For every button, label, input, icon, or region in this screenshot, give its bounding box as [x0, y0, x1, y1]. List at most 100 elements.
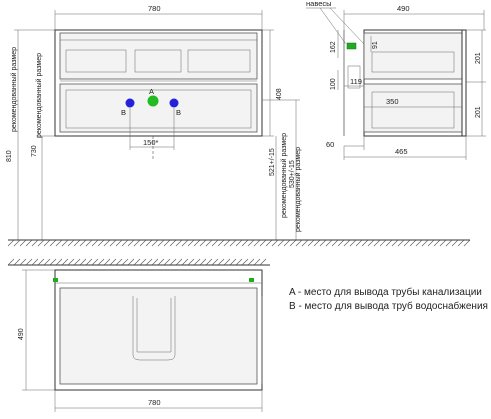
- plan-depth-label: 490: [18, 328, 25, 340]
- hatch-stroke: [175, 258, 183, 266]
- hatch-stroke: [49, 239, 57, 247]
- dim-810-rec-label: рекомендованный размер: [10, 47, 18, 132]
- hatch-stroke: [373, 239, 381, 247]
- floor-hatching: [7, 239, 471, 247]
- legend-line-a: A - место для вывода трубы канализации: [289, 286, 482, 298]
- hatch-stroke: [211, 239, 219, 247]
- hatch-stroke: [133, 239, 141, 247]
- hatch-stroke: [259, 258, 267, 266]
- marker-a: [147, 95, 159, 107]
- dim-730-label: 730: [31, 145, 38, 157]
- dim-60-label: 60: [326, 140, 334, 149]
- hatch-stroke: [181, 239, 189, 247]
- hatch-stroke: [79, 239, 87, 247]
- hatch-stroke: [385, 239, 393, 247]
- dim-521-label: 521+/-15: [269, 148, 276, 176]
- hatch-stroke: [241, 258, 249, 266]
- hatch-stroke: [145, 258, 153, 266]
- hatch-stroke: [289, 239, 297, 247]
- hatch-stroke: [157, 239, 165, 247]
- hatch-stroke: [109, 239, 117, 247]
- hatch-stroke: [7, 258, 15, 266]
- hatch-stroke: [223, 258, 231, 266]
- hatch-stroke: [217, 239, 225, 247]
- hatch-stroke: [205, 239, 213, 247]
- hatch-stroke: [343, 239, 351, 247]
- legend-line-b: B - место для вывода труб водоснабжения: [289, 300, 488, 312]
- dim-530-label: 530+/-15: [289, 160, 296, 188]
- hatch-stroke: [247, 239, 255, 247]
- hinges-leader-1: [319, 7, 347, 45]
- hatch-stroke: [139, 239, 147, 247]
- hatch-stroke: [103, 258, 111, 266]
- dim-465-label: 465: [395, 147, 408, 156]
- dim-150-label: 150*: [143, 138, 159, 147]
- upper-drawer-inner-left: [65, 49, 127, 73]
- hatch-stroke: [85, 239, 93, 247]
- side-depth-label: 490: [397, 4, 410, 13]
- hatch-stroke: [319, 239, 327, 247]
- lower-drawer-front: [59, 83, 258, 133]
- hatch-stroke: [205, 258, 213, 266]
- hatch-stroke: [391, 239, 399, 247]
- hatch-stroke: [193, 258, 201, 266]
- hatch-stroke: [367, 239, 375, 247]
- hatch-stroke: [403, 239, 411, 247]
- hatch-stroke: [457, 239, 465, 247]
- floor-line: [7, 239, 471, 247]
- hatch-stroke: [355, 239, 363, 247]
- hatch-stroke: [67, 239, 75, 247]
- hatch-stroke: [433, 239, 441, 247]
- hatch-stroke: [415, 239, 423, 247]
- dim-530-rec-label: рекомендованный размер: [294, 147, 302, 232]
- hatch-stroke: [169, 258, 177, 266]
- side-elevation: 490 навесы 201 201 162 91 100 1: [306, 0, 486, 160]
- hatch-stroke: [181, 258, 189, 266]
- hatch-stroke: [271, 239, 279, 247]
- hatch-stroke: [229, 258, 237, 266]
- hatch-stroke: [163, 239, 171, 247]
- hatch-stroke: [133, 258, 141, 266]
- hatch-stroke: [109, 258, 117, 266]
- hatch-stroke: [97, 258, 105, 266]
- hatch-stroke: [139, 258, 147, 266]
- hatch-stroke: [61, 239, 69, 247]
- hatch-stroke: [91, 258, 99, 266]
- hatch-stroke: [235, 239, 243, 247]
- hatch-stroke: [397, 239, 405, 247]
- dim-408-label: 408: [276, 88, 283, 100]
- hatch-stroke: [97, 239, 105, 247]
- hatch-stroke: [127, 239, 135, 247]
- hatch-stroke: [115, 258, 123, 266]
- dim-810-label: 810: [6, 150, 13, 162]
- hatch-stroke: [277, 239, 285, 247]
- hatch-stroke: [25, 239, 33, 247]
- side-front-panel: [461, 29, 467, 137]
- hatch-stroke: [463, 239, 471, 247]
- hatch-stroke: [331, 239, 339, 247]
- upper-drawer-front: [59, 32, 258, 80]
- hatch-stroke: [325, 239, 333, 247]
- plan-width-label: 780: [148, 398, 161, 407]
- hatch-stroke: [361, 239, 369, 247]
- hatch-stroke: [175, 239, 183, 247]
- marker-b-right: [169, 98, 179, 108]
- plan-hinge-left-icon: [53, 278, 58, 282]
- upper-drawer-inner-right: [187, 49, 251, 73]
- plan-hinge-right-icon: [249, 278, 254, 282]
- dim-162-label: 162: [330, 41, 337, 53]
- dim-350-label: 350: [386, 97, 399, 106]
- hatch-stroke: [91, 239, 99, 247]
- hatch-stroke: [223, 239, 231, 247]
- hatch-stroke: [37, 258, 45, 266]
- hatch-stroke: [235, 258, 243, 266]
- hatch-stroke: [211, 258, 219, 266]
- hatch-stroke: [241, 239, 249, 247]
- hatch-stroke: [265, 239, 273, 247]
- hatch-stroke: [85, 258, 93, 266]
- hatch-stroke: [145, 239, 153, 247]
- dim-521-rec-label: рекомендованный размер: [280, 133, 288, 218]
- hatch-stroke: [31, 258, 39, 266]
- hatch-stroke: [169, 239, 177, 247]
